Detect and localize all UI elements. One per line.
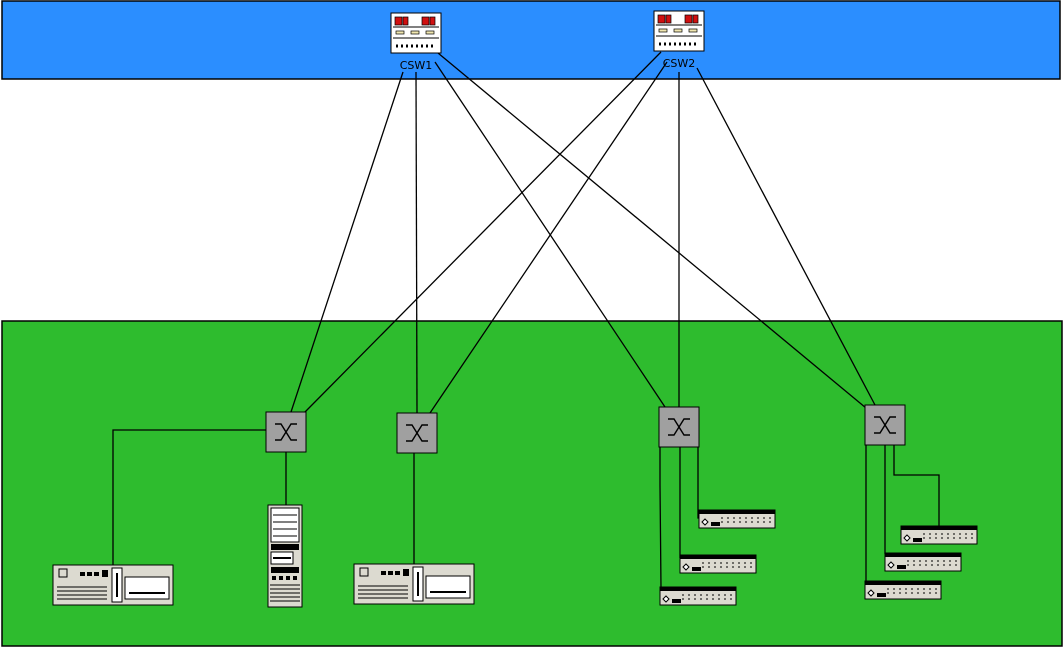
desktop-computer-icon — [353, 563, 475, 605]
uplink-csw2-asw2 — [429, 61, 668, 414]
uplink-csw1-asw4 — [437, 52, 867, 409]
access-switch-asw2[interactable] — [396, 412, 438, 454]
end-device-dev7[interactable] — [900, 525, 978, 545]
switch-icon — [864, 404, 906, 446]
core-switch-label-csw1: CSW1 — [400, 59, 433, 72]
desktop-computer-icon — [52, 564, 174, 606]
core-switch-csw2[interactable] — [652, 9, 706, 53]
access-switch-asw3[interactable] — [658, 406, 700, 448]
core-zone-background — [1, 0, 1061, 80]
end-device-dev4[interactable] — [698, 509, 776, 529]
end-device-dev5[interactable] — [679, 554, 757, 574]
rack-unit-icon — [679, 554, 757, 574]
rack-unit-icon — [900, 525, 978, 545]
rack-unit-icon — [659, 586, 737, 606]
core-switch-label-csw2: CSW2 — [663, 57, 696, 70]
end-device-dev8[interactable] — [884, 552, 962, 572]
rack-unit-icon — [884, 552, 962, 572]
access-switch-asw4[interactable] — [864, 404, 906, 446]
end-device-dev9[interactable] — [864, 580, 942, 600]
switch-icon — [658, 406, 700, 448]
end-device-dev6[interactable] — [659, 586, 737, 606]
uplink-csw1-asw1 — [290, 71, 404, 413]
uplink-lines — [290, 51, 876, 414]
end-device-dev3[interactable] — [353, 563, 475, 605]
access-switch-asw1[interactable] — [265, 411, 307, 453]
end-device-dev2[interactable] — [267, 504, 303, 608]
rack-unit-icon — [864, 580, 942, 600]
switch-icon — [396, 412, 438, 454]
tower-server-icon — [267, 504, 303, 608]
uplink-csw2-asw4 — [696, 67, 876, 406]
rack-unit-icon — [698, 509, 776, 529]
uplink-csw1-asw2 — [415, 71, 418, 414]
access-links — [112, 429, 940, 589]
link-asw1-dev1 — [112, 429, 266, 566]
core-switch-csw1[interactable] — [389, 11, 443, 55]
end-device-dev1[interactable] — [52, 564, 174, 606]
uplink-csw2-asw1 — [304, 51, 662, 413]
switch-icon — [265, 411, 307, 453]
link-asw4-dev7 — [893, 445, 940, 526]
core-switch-icon — [652, 9, 706, 53]
link-asw3-dev6 — [659, 447, 662, 589]
core-switch-icon — [389, 11, 443, 55]
